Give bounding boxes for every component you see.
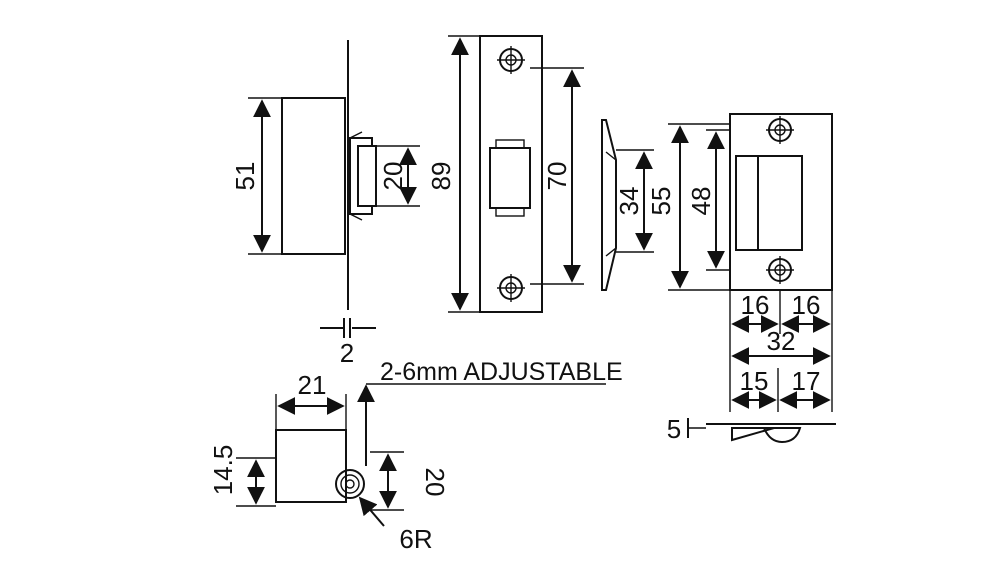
strike-plate <box>729 113 833 291</box>
dimension-20-roller-label: 20 <box>420 468 450 497</box>
dimension-48: 48 <box>686 129 776 271</box>
dimension-2: 2 <box>320 318 376 368</box>
strike-opening <box>735 155 803 251</box>
bolt-top-edge <box>349 131 363 139</box>
strike-top-screw-hole <box>766 116 794 144</box>
dimension-16-left-label: 16 <box>741 290 770 320</box>
bottom-screw-hole <box>497 274 525 302</box>
dimension-5-label: 5 <box>667 414 681 444</box>
top-screw-hole <box>497 46 525 74</box>
roller-wheel <box>335 469 365 499</box>
dimension-14-5-label: 14.5 <box>208 445 238 496</box>
dimension-20-bolt: 20 <box>376 145 420 207</box>
bolt-opening <box>489 147 531 209</box>
dimension-16-16: 16 16 <box>731 290 831 333</box>
bolt-bottom-edge <box>349 213 363 221</box>
dimension-48-label: 48 <box>686 187 716 216</box>
dimension-20-roller: 20 <box>370 451 450 511</box>
strike-side-profile <box>601 119 617 291</box>
roller-catch-view <box>275 429 365 503</box>
dimension-21-label: 21 <box>298 370 327 400</box>
dimension-34-label: 34 <box>614 187 644 216</box>
dimension-2-label: 2 <box>340 338 354 368</box>
strike-bottom-screw-hole <box>766 256 794 284</box>
radius-6r: 6R <box>358 496 433 554</box>
latch-side-view <box>281 40 377 310</box>
adjustable-note: 2-6mm ADJUSTABLE <box>357 358 623 466</box>
dimension-89-label: 89 <box>426 162 456 191</box>
strike-bottom-profile: 5 <box>667 414 836 444</box>
dimension-55: 55 <box>646 123 730 291</box>
dimension-55-label: 55 <box>646 187 676 216</box>
dimension-70-label: 70 <box>542 162 572 191</box>
dimension-15-17: 15 17 <box>731 366 831 409</box>
dimension-20-bolt-label: 20 <box>378 162 408 191</box>
latch-bolt <box>357 145 377 207</box>
dimension-17-label: 17 <box>792 366 821 396</box>
roller-catch-body <box>275 429 347 503</box>
dimension-32: 32 <box>731 326 831 365</box>
dimension-51-label: 51 <box>230 162 260 191</box>
dimension-70: 70 <box>530 67 584 285</box>
radius-6r-label: 6R <box>399 524 432 554</box>
dimension-14-5: 14.5 <box>208 445 276 507</box>
dimension-51: 51 <box>230 97 282 255</box>
dimension-34: 34 <box>614 149 654 253</box>
front-plate <box>479 35 543 313</box>
adjustable-note-label: 2-6mm ADJUSTABLE <box>380 358 623 386</box>
dimension-32-label: 32 <box>767 326 796 356</box>
dimension-21: 21 <box>275 370 347 430</box>
dimension-89: 89 <box>426 35 480 313</box>
dimension-16-right-label: 16 <box>792 290 821 320</box>
latch-body <box>281 97 346 255</box>
dimension-15-label: 15 <box>740 366 769 396</box>
